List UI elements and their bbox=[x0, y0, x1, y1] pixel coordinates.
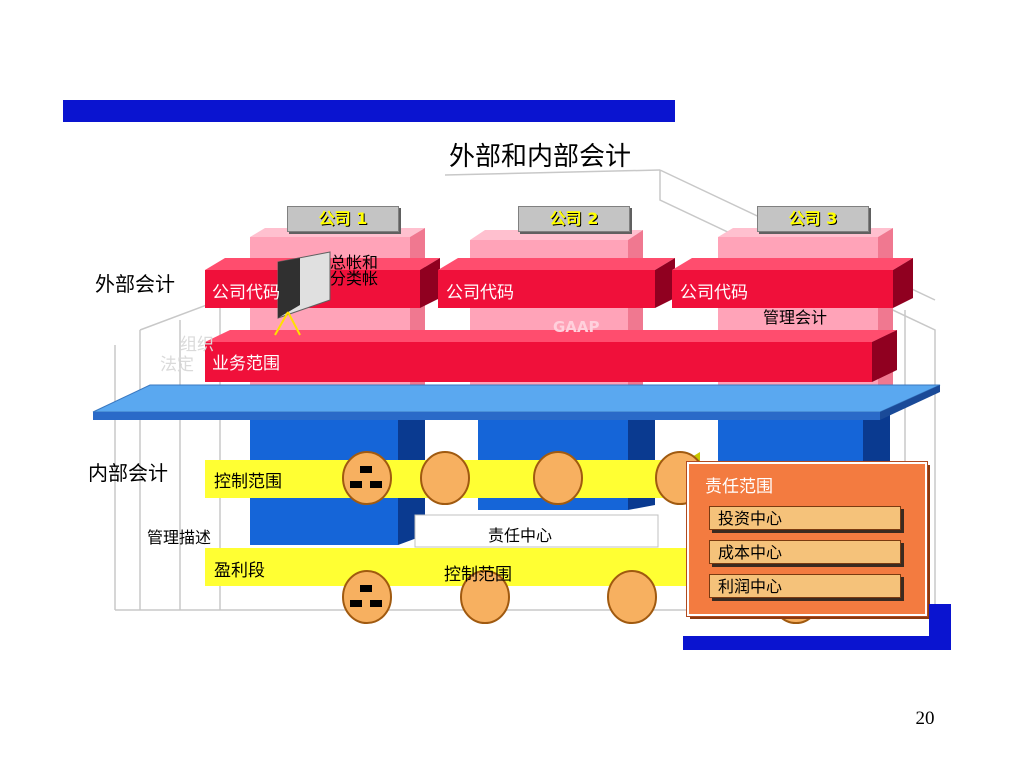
controlling-area-lower-text: 控制范围 bbox=[444, 565, 512, 585]
external-accounting-label: 外部会计 bbox=[95, 272, 175, 296]
coin-2-icon bbox=[420, 451, 470, 505]
business-area-text: 业务范围 bbox=[212, 354, 280, 374]
general-ledger-label: 总帐和 分类帐 bbox=[330, 255, 378, 287]
coin-6-icon bbox=[460, 570, 510, 624]
bottom-accent-bar bbox=[683, 636, 951, 650]
responsibility-scope-title: 责任范围 bbox=[705, 477, 773, 497]
business-area-bar bbox=[205, 330, 897, 382]
top-accent-bar bbox=[63, 100, 675, 122]
ledger-book-icon bbox=[274, 251, 331, 336]
cost-center-item: 成本中心 bbox=[709, 540, 901, 564]
faint-legal-text: 法定 bbox=[160, 355, 194, 375]
general-ledger-line-1: 总帐和 bbox=[330, 253, 379, 272]
responsibility-center-box bbox=[414, 514, 659, 548]
company-code-bar-2 bbox=[438, 258, 675, 308]
right-accent-bar bbox=[929, 604, 951, 650]
management-description-label: 管理描述 bbox=[147, 528, 212, 547]
investment-center-item: 投资中心 bbox=[709, 506, 901, 530]
gaap-label: GAAP bbox=[553, 318, 600, 336]
coin-3-icon bbox=[533, 451, 583, 505]
responsibility-center-text: 责任中心 bbox=[488, 526, 553, 545]
management-accounting-label: 管理会计 bbox=[763, 308, 828, 327]
responsibility-scope-panel: 责任范围 投资中心 成本中心 利润中心 bbox=[686, 461, 928, 617]
profit-segment-text: 盈利段 bbox=[214, 561, 265, 581]
coin-7-icon bbox=[607, 570, 657, 624]
coin-1-icon bbox=[342, 451, 392, 505]
company-code-text-1: 公司代码 bbox=[212, 283, 280, 303]
controlling-area-text: 控制范围 bbox=[214, 472, 282, 492]
page-title: 外部和内部会计 bbox=[448, 142, 631, 172]
company-tab-1: 公司 1 bbox=[287, 206, 399, 232]
page-number: 20 bbox=[915, 708, 935, 729]
profit-center-item: 利润中心 bbox=[709, 574, 901, 598]
separator-plane bbox=[92, 384, 941, 413]
company-code-text-3: 公司代码 bbox=[680, 283, 748, 303]
company-tab-3: 公司 3 bbox=[757, 206, 869, 232]
blue-block-3 bbox=[718, 410, 890, 470]
general-ledger-line-2: 分类帐 bbox=[330, 269, 379, 288]
faint-org-text: 组织 bbox=[180, 335, 214, 355]
company-tab-2: 公司 2 bbox=[518, 206, 630, 232]
internal-accounting-label: 内部会计 bbox=[88, 461, 168, 485]
profit-segment-bar bbox=[205, 548, 687, 586]
coin-5-icon bbox=[342, 570, 392, 624]
company-code-text-2: 公司代码 bbox=[446, 283, 514, 303]
company-code-bar-3 bbox=[672, 258, 913, 308]
